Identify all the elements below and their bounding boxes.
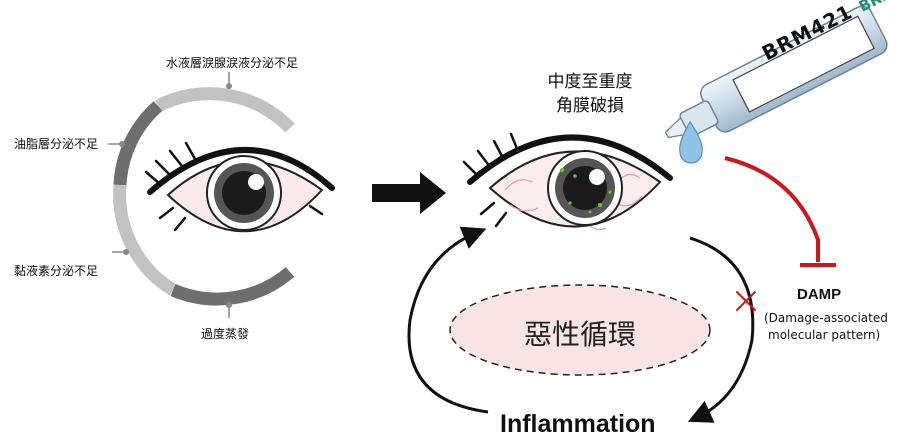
vicious-cycle-ellipse [449, 284, 711, 376]
cycle-arrow-left [407, 226, 489, 414]
vicious-cycle-label: 惡性循環 [523, 318, 636, 351]
damaged-eye-icon [462, 132, 673, 231]
ring-segment-mucin [113, 184, 177, 296]
inflammation-label: Inflammation [500, 410, 656, 438]
ring-segment-lipid [113, 101, 163, 186]
progression-arrow-icon [372, 172, 446, 214]
cause-lipid-label: 油脂層分泌不足 [14, 137, 99, 151]
ring-segment-aqueous [155, 87, 295, 133]
cause-evaporation-label: 過度蒸發 [201, 327, 250, 341]
block-x-icon [736, 291, 756, 311]
healthy-eye-icon [144, 141, 335, 233]
ring-segment-evaporation [170, 266, 295, 306]
damp-line2: molecular pattern) [768, 328, 881, 342]
inhibition-line [724, 156, 836, 267]
cause-mucin-label: 黏液素分泌不足 [14, 264, 99, 278]
damp-title: DAMP [797, 286, 842, 303]
brm421-bottle-icon [664, 5, 888, 139]
eye-drop-icon [679, 120, 703, 164]
cause-aqueous-label: 水液層淚腺淚液分泌不足 [166, 56, 299, 70]
corneal-damage-label: 中度至重度 角膜破損 [530, 70, 650, 118]
damage-line1: 中度至重度 [547, 72, 633, 92]
cycle-arrow-right [687, 236, 755, 423]
damp-line1: (Damage-associated [764, 311, 888, 325]
damage-line2: 角膜破損 [556, 96, 624, 116]
cause-ring [108, 72, 295, 318]
